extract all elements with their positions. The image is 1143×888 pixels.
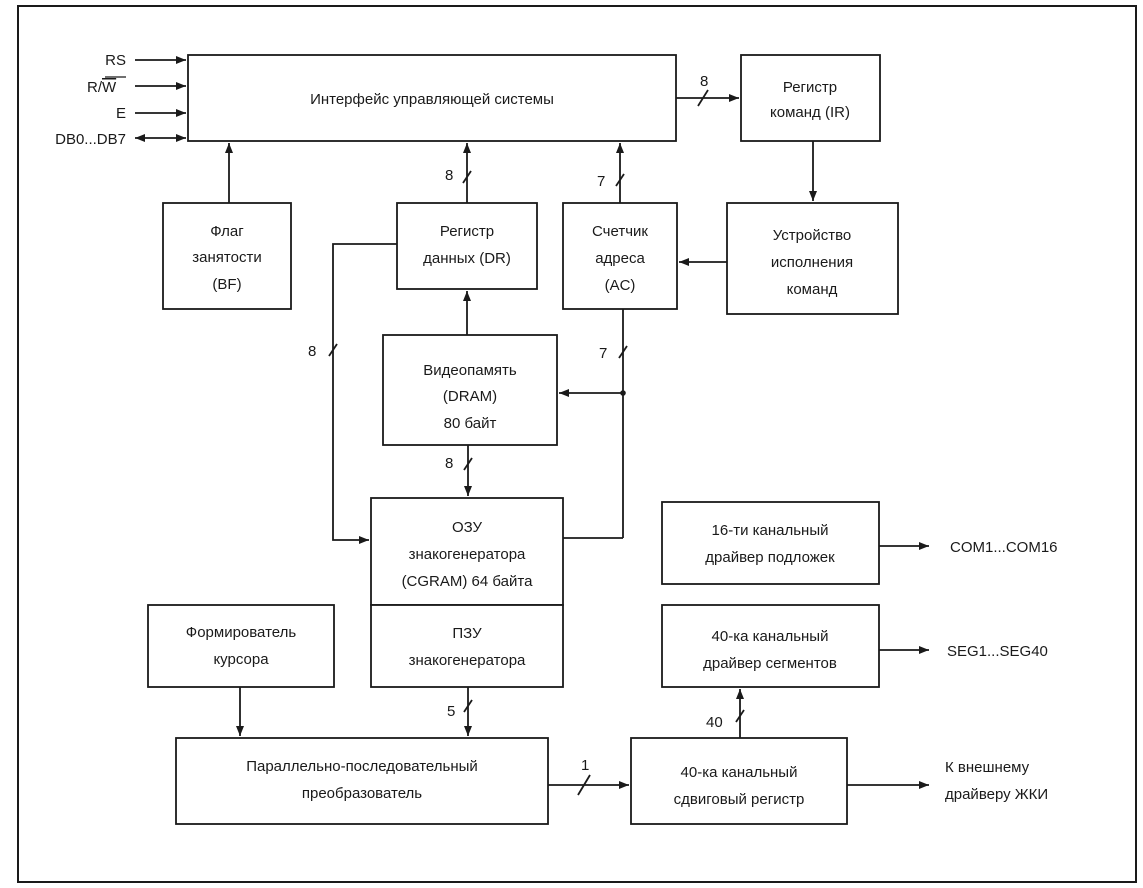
input-signals: RS R/W E DB0...DB7 [55,52,186,148]
svg-text:драйвер подложек: драйвер подложек [705,549,835,566]
svg-text:ПЗУ: ПЗУ [452,625,482,642]
cgram-block: ОЗУ знакогенератора (CGRAM) 64 байта [370,497,564,606]
svg-text:занятости: занятости [192,249,261,266]
svg-text:Видеопамять: Видеопамять [423,362,517,379]
cursor-generator-block: Формирователь курсора [147,604,335,688]
svg-text:данных (DR): данных (DR) [423,250,511,267]
svg-text:сдвиговый регистр: сдвиговый регистр [674,791,805,808]
bus-width-dr-cgram: 8 [308,343,316,360]
svg-text:ОЗУ: ОЗУ [452,519,483,536]
bus-width-ac-dram: 7 [599,345,607,362]
rs-signal-label: RS [105,52,126,69]
ext-output-label-line2: драйверу ЖКИ [945,786,1048,803]
svg-text:Регистр: Регистр [440,223,494,240]
svg-text:преобразователь: преобразователь [302,785,422,802]
svg-text:80 байт: 80 байт [444,415,497,432]
converter-block: Параллельно-последовательный преобразова… [175,737,549,825]
svg-text:команд: команд [787,281,838,298]
svg-text:Счетчик: Счетчик [592,223,648,240]
bus-width-conv-shift: 1 [581,757,589,774]
svg-text:40-ка канальный: 40-ка канальный [681,764,798,781]
svg-text:команд (IR): команд (IR) [770,104,850,121]
interface-block-label: Интерфейс управляющей системы [310,91,554,108]
shift-register-block: 40-ка канальный сдвиговый регистр [630,737,848,825]
display-ram-block: Видеопамять (DRAM) 80 байт [382,334,558,446]
command-executor-block: Устройство исполнения команд [726,202,899,315]
svg-text:(AC): (AC) [605,277,636,294]
svg-text:курсора: курсора [213,651,269,668]
bus-tick [615,173,625,187]
svg-text:знакогенератора: знакогенератора [409,546,526,563]
bus-tick [577,774,591,796]
e-signal-label: E [116,105,126,122]
svg-text:(DRAM): (DRAM) [443,388,497,405]
svg-text:(CGRAM) 64 байта: (CGRAM) 64 байта [402,573,534,590]
bus-tick [463,699,473,713]
svg-text:16-ти канальный: 16-ти канальный [712,522,829,539]
com-output-label: COM1...COM16 [950,539,1058,556]
dr-to-cgram-arrow [332,243,397,544]
bus-tick [735,709,745,723]
svg-text:исполнения: исполнения [771,254,853,271]
common-driver-block: 16-ти канальный драйвер подложек [661,501,880,585]
bus-width-if-ir: 8 [700,73,708,90]
cgrom-block: ПЗУ знакогенератора [370,604,564,688]
svg-text:знакогенератора: знакогенератора [409,652,526,669]
db-signal-label: DB0...DB7 [55,131,126,148]
ext-output-label-line1: К внешнему [945,759,1030,776]
seg-output-label: SEG1...SEG40 [947,643,1048,660]
segment-driver-block: 40-ка канальный драйвер сегментов [661,604,880,688]
svg-text:Флаг: Флаг [210,223,244,240]
rw-signal-label: R/W [87,79,117,96]
svg-text:Параллельно-последовательный: Параллельно-последовательный [246,758,478,775]
bus-tick [618,345,628,359]
bus-width-shift-seg: 40 [706,714,723,731]
svg-text:Формирователь: Формирователь [186,624,297,641]
bus-tick [697,89,709,107]
data-register-block: Регистр данных (DR) [396,202,538,290]
bus-width-dram-cgram: 8 [445,455,453,472]
bus-width-dr-if: 8 [445,167,453,184]
bus-tick [462,170,472,184]
bus-width-rom-conv: 5 [447,703,455,720]
svg-text:адреса: адреса [595,250,645,267]
svg-text:Регистр: Регистр [783,79,837,96]
svg-text:Устройство: Устройство [773,227,851,244]
junction-dot [620,390,626,396]
svg-text:40-ка канальный: 40-ка канальный [712,628,829,645]
busy-flag-block: Флаг занятости (BF) [162,202,292,310]
bus-width-ac-if: 7 [597,173,605,190]
instruction-register-block: Регистр команд (IR) [740,54,881,142]
address-counter-block: Счетчик адреса (AC) [562,202,678,310]
interface-block: Интерфейс управляющей системы [187,54,677,142]
svg-text:драйвер сегментов: драйвер сегментов [703,655,837,672]
diagram-frame [17,5,1137,883]
svg-text:(BF): (BF) [212,276,241,293]
bus-tick [328,343,338,357]
bus-tick [463,457,473,471]
